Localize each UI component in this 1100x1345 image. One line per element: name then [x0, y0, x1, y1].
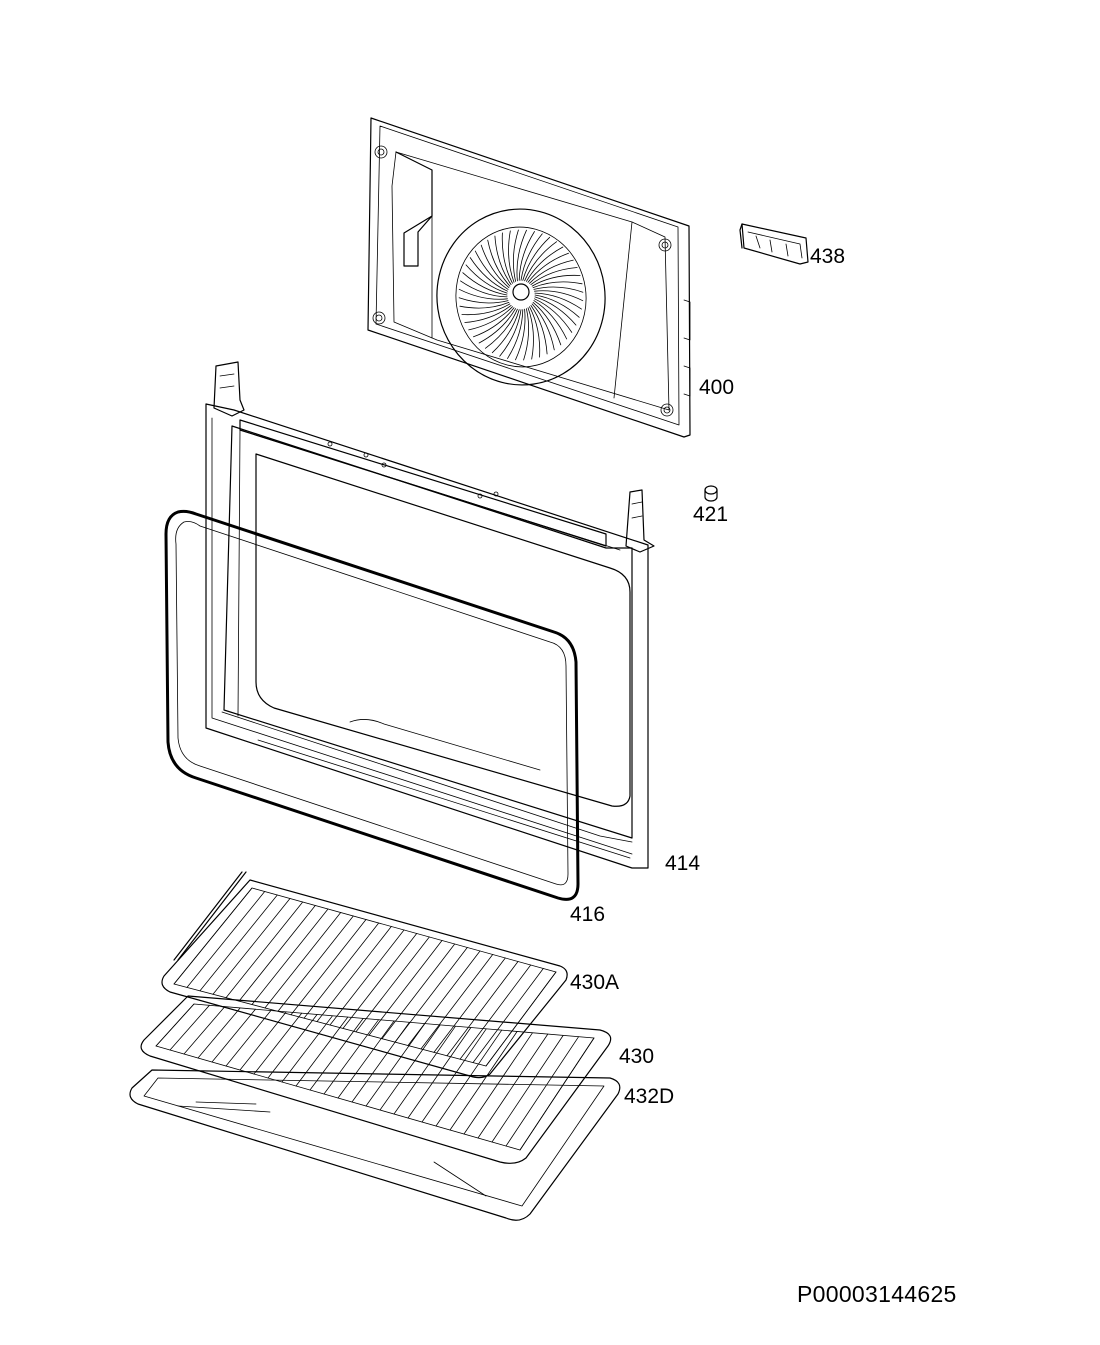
label-438: 438 [810, 245, 846, 268]
door-gasket-drawing [164, 509, 580, 901]
baking-tray-drawing [129, 1069, 621, 1221]
label-432D: 432D [624, 1085, 675, 1108]
wire-shelf-drawing [161, 871, 568, 1079]
grill-rack-drawing [140, 995, 612, 1164]
document-code: P00003144625 [797, 1281, 957, 1307]
fixing-part-drawing [739, 223, 809, 265]
label-430A: 430A [570, 971, 620, 994]
back-panel-drawing [367, 117, 691, 438]
screw-drawing [704, 485, 718, 502]
label-414: 414 [665, 852, 701, 875]
label-416: 416 [570, 903, 606, 926]
label-421: 421 [693, 503, 729, 526]
oven-frame-drawing [205, 361, 655, 869]
label-400: 400 [699, 376, 735, 399]
label-430: 430 [619, 1045, 655, 1068]
